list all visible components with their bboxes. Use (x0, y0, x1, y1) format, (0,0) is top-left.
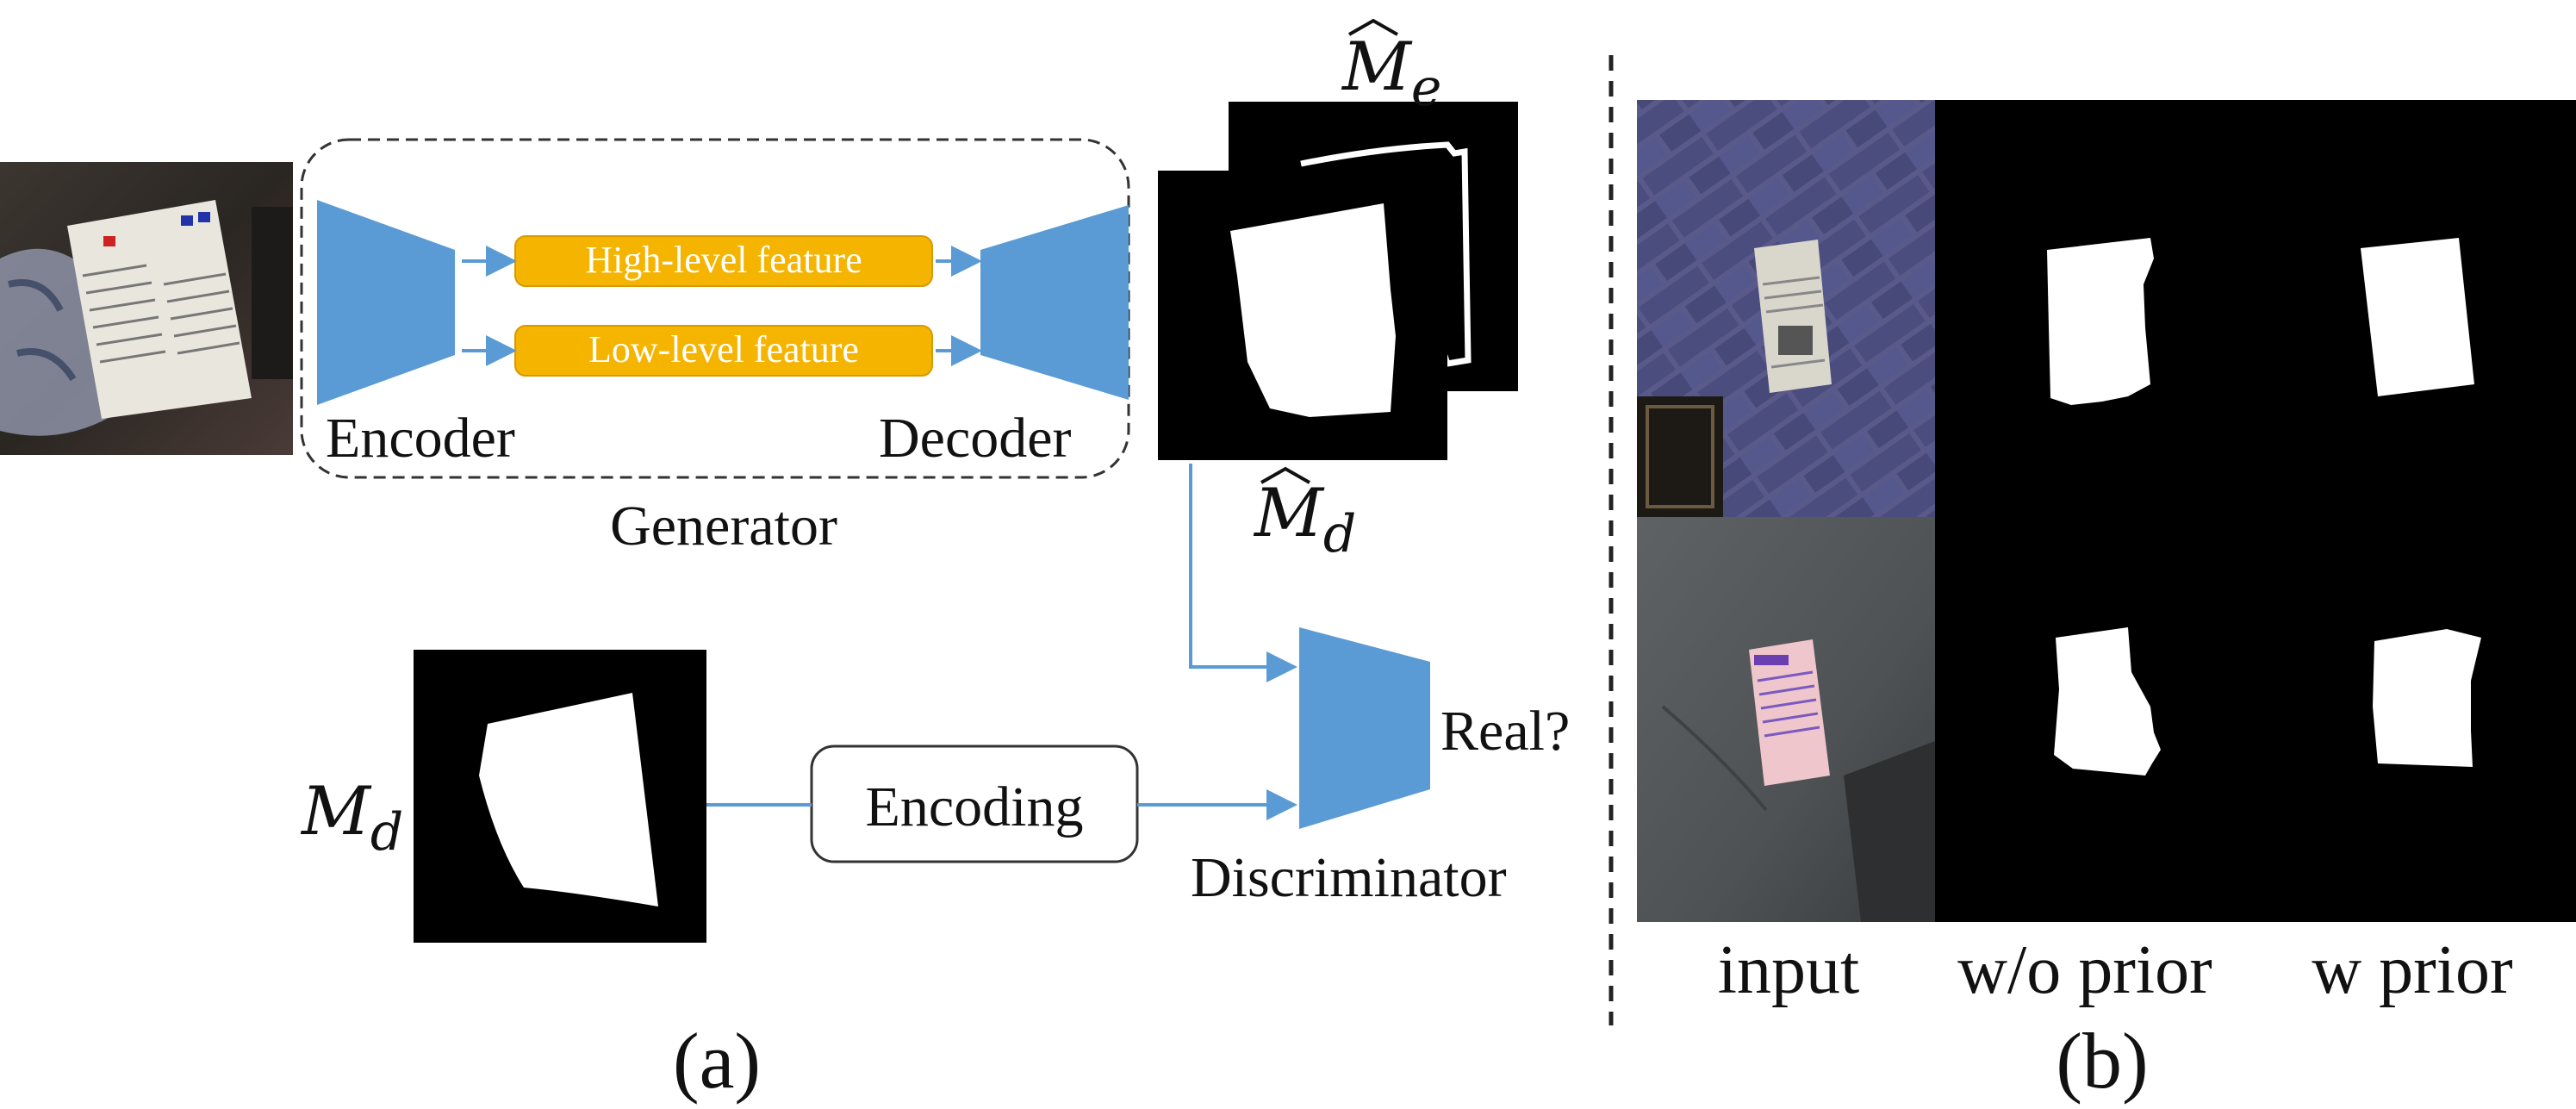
panel-b-caption: (b) (2056, 1017, 2148, 1105)
doc-map-label-sub: d (1323, 504, 1356, 564)
row2-with-prior-mask (2231, 517, 2576, 922)
ground-truth-mask (414, 650, 706, 943)
ground-truth-label: Md (300, 773, 403, 863)
ground-truth-label-main: M (300, 773, 372, 850)
decoder-label: Decoder (879, 407, 1072, 470)
doc-map-hat (1260, 466, 1310, 484)
column-label-with-prior: w prior (2312, 932, 2512, 1008)
doc-map-output (1158, 171, 1447, 460)
row2-input-image (1637, 517, 1935, 922)
encoder-label: Encoder (326, 407, 515, 470)
input-photo (0, 162, 293, 455)
column-label-input: input (1718, 932, 1859, 1008)
encoder-block (317, 200, 455, 405)
generator-label: Generator (610, 495, 837, 558)
arrow-docmap-discriminator (1189, 464, 1297, 682)
doc-map-label: Md (1253, 475, 1356, 564)
low-level-feature-label: Low-level feature (588, 328, 859, 371)
real-question-label: Real? (1440, 700, 1570, 763)
edge-map-label-sub: e (1411, 58, 1442, 118)
row1-input-image (1637, 100, 1935, 517)
row2-without-prior-mask (1935, 517, 2231, 922)
edge-map-label-main: M (1341, 28, 1413, 106)
generator-box (300, 138, 1130, 479)
doc-map-label-main: M (1253, 475, 1325, 552)
edge-map-hat (1348, 18, 1398, 36)
panel-a-caption: (a) (673, 1017, 761, 1105)
discriminator-block (1299, 627, 1430, 829)
edge-map-label: Me (1341, 28, 1441, 118)
row1-without-prior-mask (1935, 100, 2231, 517)
high-level-feature-label: High-level feature (585, 239, 862, 281)
row1-with-prior-mask (2231, 100, 2576, 517)
encoding-label: Encoding (866, 776, 1084, 838)
decoder-block (980, 205, 1129, 400)
discriminator-label: Discriminator (1191, 846, 1507, 909)
column-label-without-prior: w/o prior (1957, 932, 2212, 1008)
ground-truth-label-sub: d (370, 802, 403, 863)
